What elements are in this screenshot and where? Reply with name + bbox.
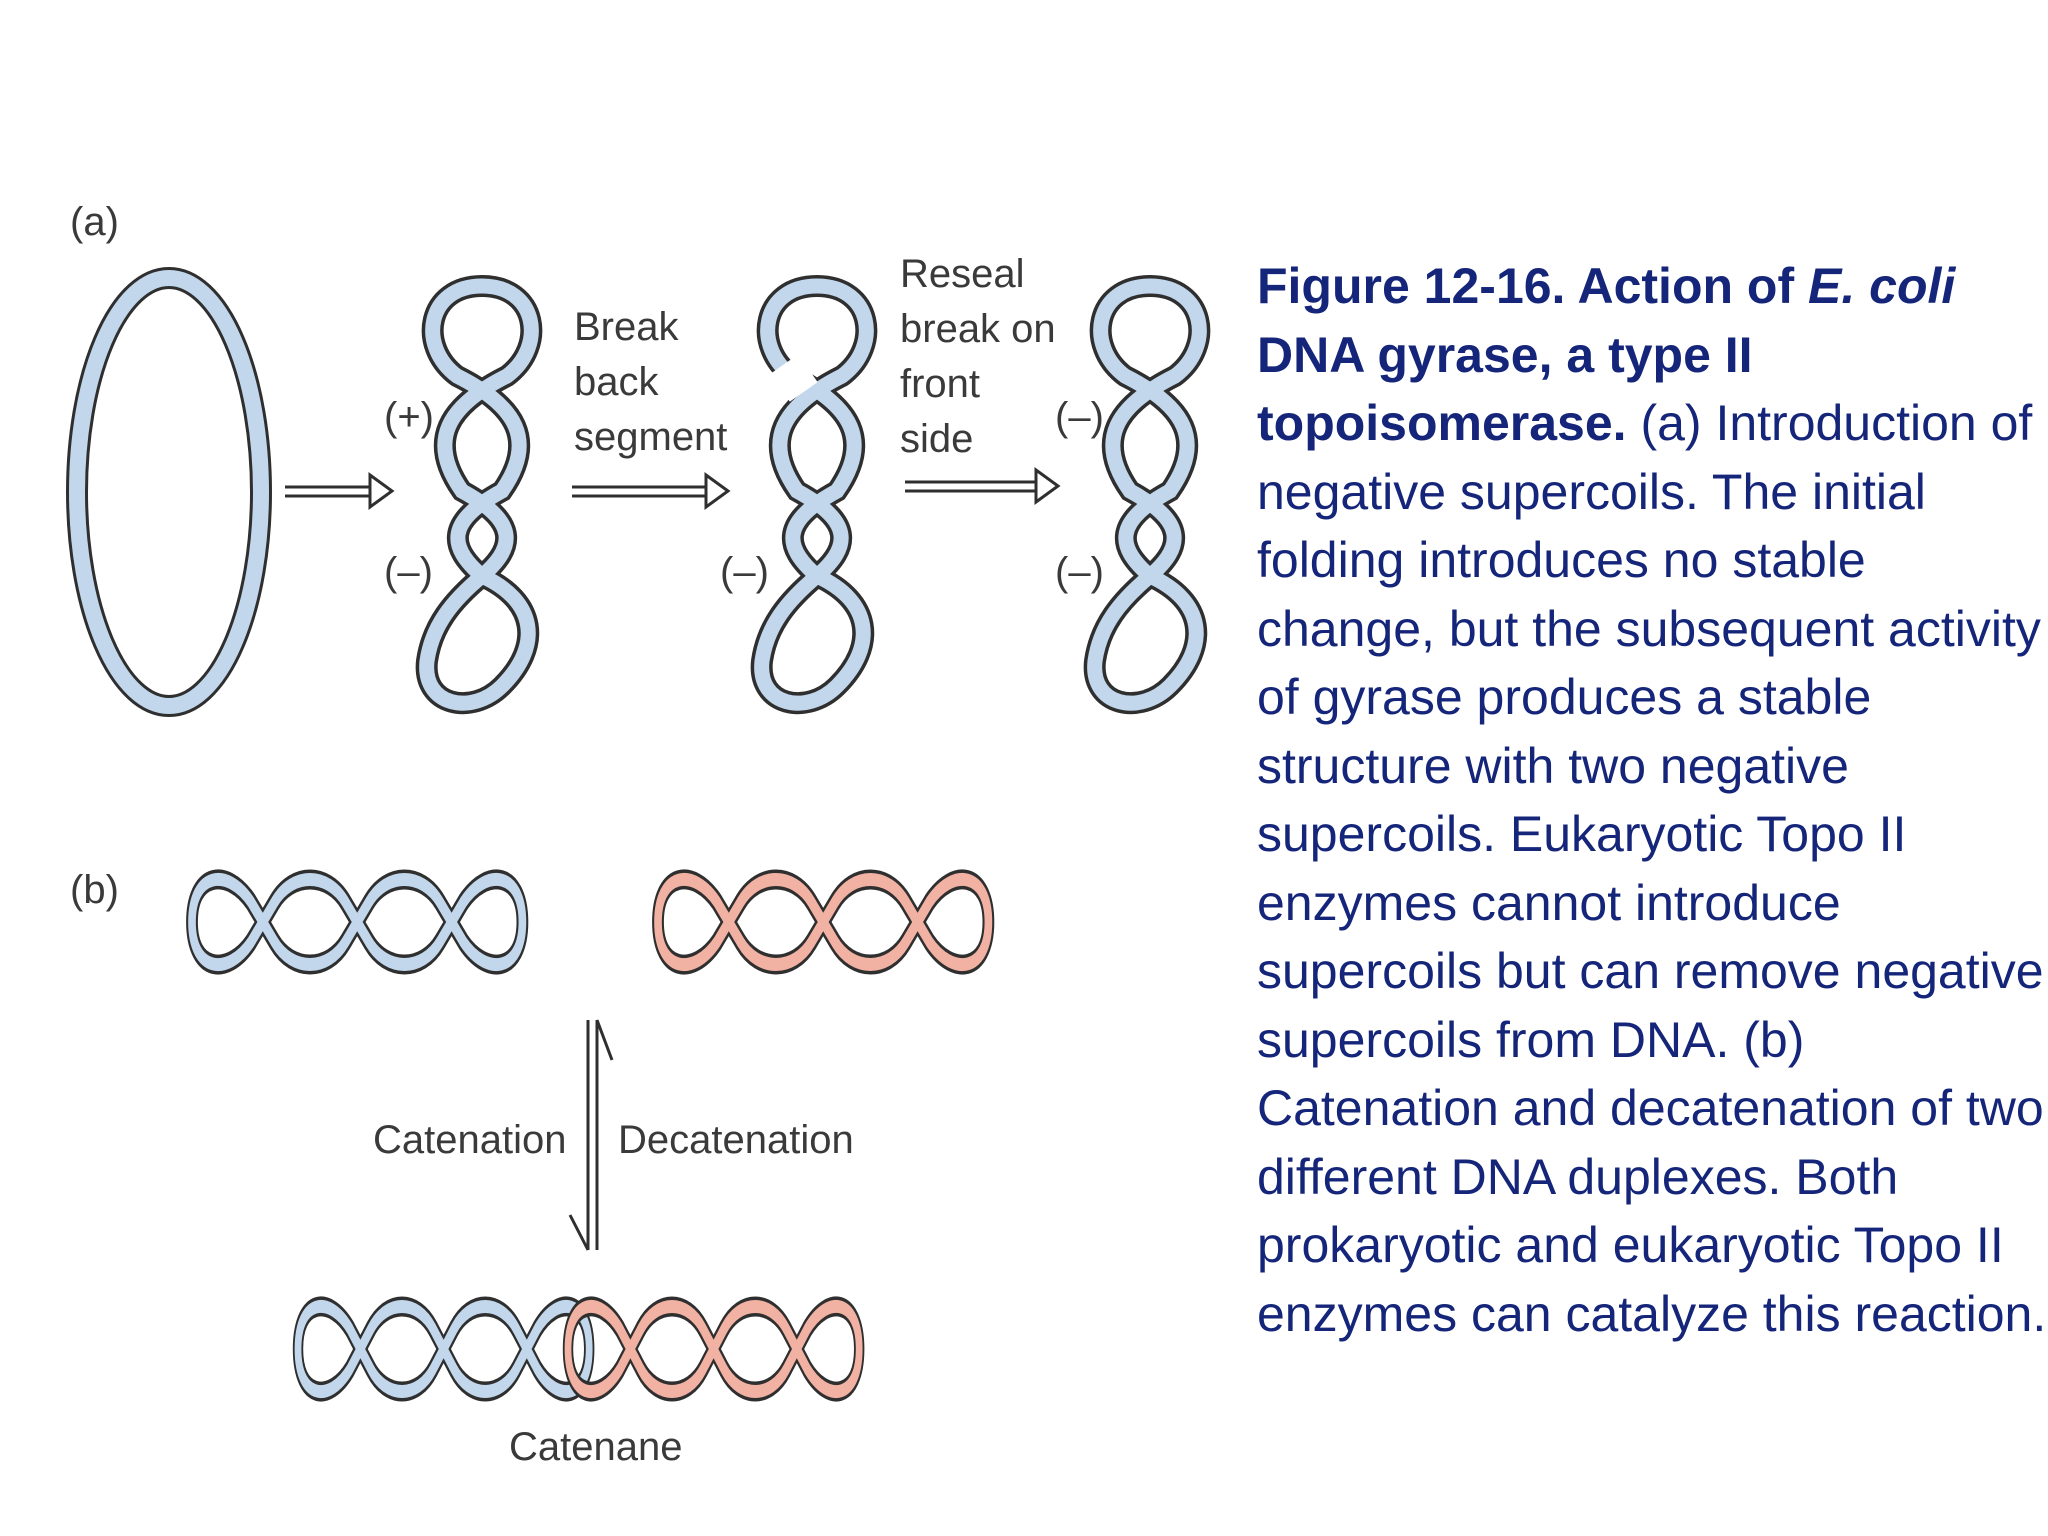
decatenation-label: Decatenation — [618, 1118, 854, 1162]
sign-minus-1: (–) — [384, 550, 433, 594]
sign-minus-3a: (–) — [1055, 395, 1104, 439]
sign-minus-2: (–) — [720, 550, 769, 594]
catenane — [298, 1306, 859, 1391]
break-label-line2: back — [574, 360, 659, 404]
catenation-label: Catenation — [373, 1118, 566, 1162]
break-label-line1: Break — [574, 305, 679, 349]
caption-title-species: E. coli — [1808, 258, 1956, 314]
arrow-1 — [285, 472, 395, 510]
panel-a-label: (a) — [70, 200, 119, 244]
blue-dna-duplex — [192, 879, 522, 964]
topoisomerase-diagram: (a) (+) (–) Break back segment (–) Resea… — [66, 200, 1240, 1469]
break-label-line3: segment — [574, 415, 727, 459]
supercoil-figure-3 — [1095, 286, 1200, 703]
caption-title-part2: DNA gyrase, a type II topoisomerase. — [1257, 326, 1753, 452]
supercoil-figure-2 — [762, 286, 867, 703]
catenane-label: Catenane — [509, 1425, 682, 1469]
supercoil-figure-1 — [427, 286, 532, 703]
panel-b-label: (b) — [70, 868, 119, 912]
figure-caption: Figure 12-16. Action of E. coli DNA gyra… — [1257, 252, 2047, 1348]
arrow-3 — [905, 467, 1061, 505]
caption-body: (a) Introduction of negative supercoils.… — [1257, 395, 2047, 1342]
caption-title-part1: Figure 12-16. Action of — [1257, 258, 1809, 314]
reseal-label-line3: front — [900, 362, 980, 406]
reseal-label-line2: break on — [900, 307, 1056, 351]
relaxed-dna-circle — [66, 267, 272, 717]
reseal-label-line1: Reseal — [900, 252, 1025, 296]
sign-minus-3b: (–) — [1055, 550, 1104, 594]
arrow-2 — [572, 472, 731, 510]
sign-plus-1: (+) — [384, 395, 434, 439]
reseal-label-line4: side — [900, 417, 973, 461]
red-dna-duplex — [658, 879, 988, 964]
reversible-arrows — [568, 1019, 614, 1251]
